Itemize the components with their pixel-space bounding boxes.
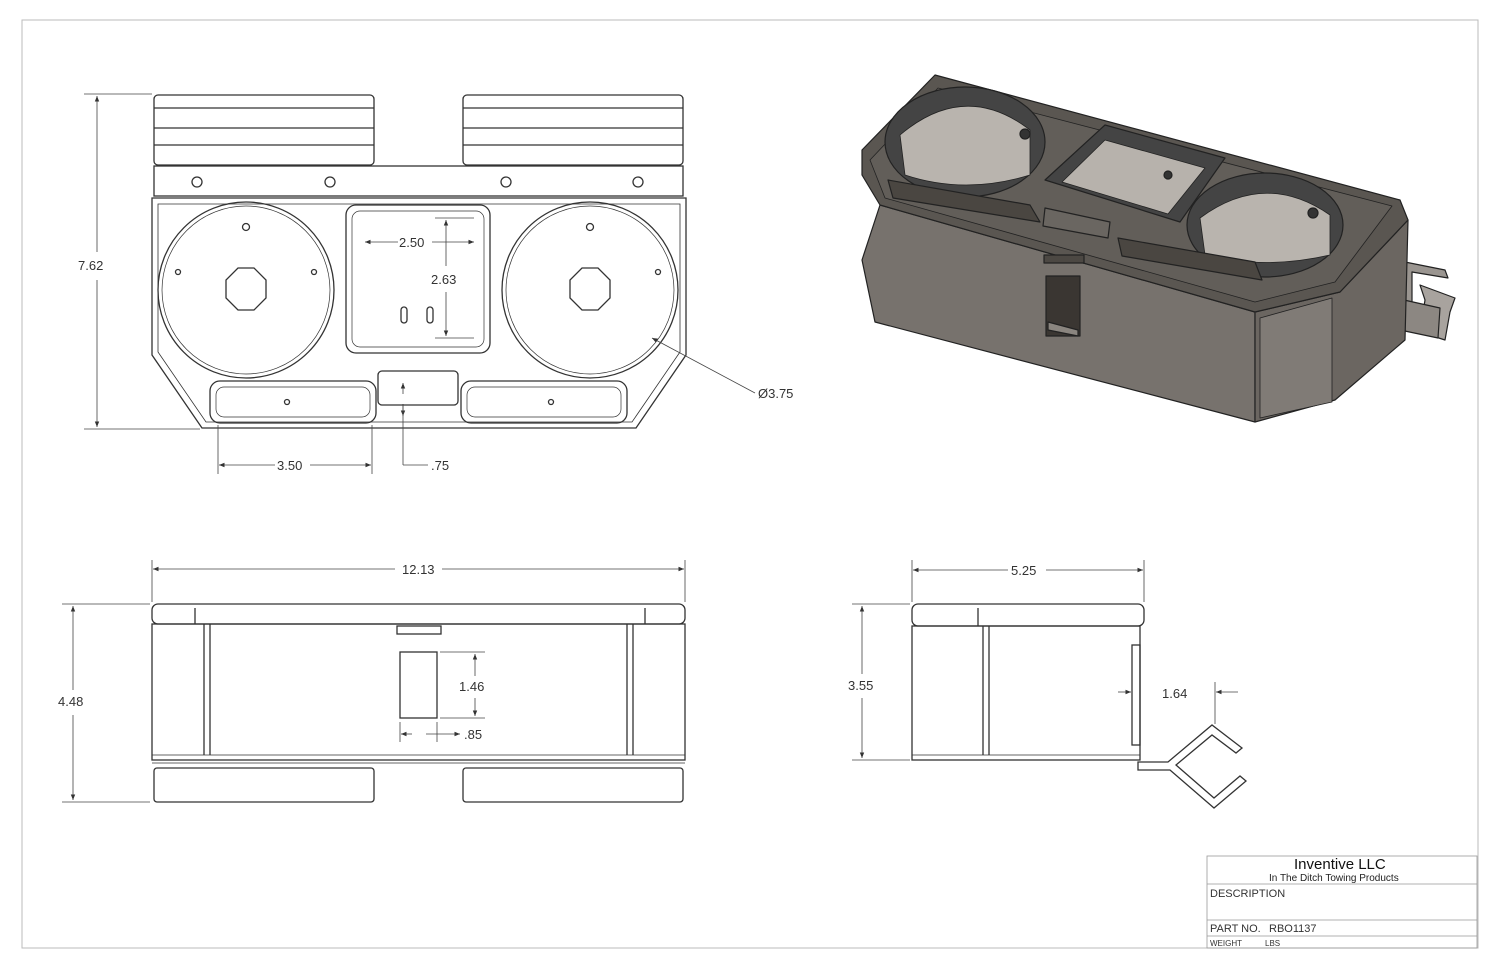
front-view-body [151,623,686,761]
dim-slot-height: 1.46 [459,679,484,694]
right-cup-holder [501,201,679,379]
mounting-strip [153,165,684,197]
title-weight-label: WEIGHT [1210,939,1242,948]
dim-pocket-height: 2.63 [431,272,456,287]
top-view-dimensions [84,93,756,474]
iso-right-tray [1117,237,1263,281]
side-view-body [911,625,1141,761]
side-view [911,603,1248,809]
dim-pocket-width: 2.50 [399,235,424,250]
front-view-slot [399,651,438,719]
dim-side-height: 3.55 [848,678,873,693]
title-weight-unit: LBS [1265,939,1280,948]
iso-left-tray [887,179,1041,223]
title-block [1206,855,1478,949]
left-cup-holder [157,201,335,379]
side-view-lip [911,603,1145,627]
title-company: Inventive LLC [1294,856,1386,873]
dim-hook-offset: 1.64 [1162,686,1187,701]
dim-front-height: 4.48 [58,694,83,709]
left-tray [209,380,377,424]
dim-slot-width: .85 [464,727,482,742]
dim-cup-diameter: Ø3.75 [758,386,793,401]
title-part-number: RBO1137 [1269,923,1317,935]
sheet-border [21,19,1479,949]
top-view-right-bracket [462,94,684,166]
dim-top-height: 7.62 [78,258,103,273]
front-view-lip [151,603,686,625]
dim-tray-width: 3.50 [277,458,302,473]
front-view-dimensions [62,560,686,803]
dim-side-depth: 5.25 [1011,563,1036,578]
title-tagline: In The Ditch Towing Products [1269,873,1399,884]
side-view-dimensions [852,560,1238,761]
front-view [151,603,686,803]
isometric-view [861,74,1456,423]
side-view-hook [1137,724,1248,809]
iso-hook-bracket [1397,261,1456,341]
right-tray [460,380,628,424]
top-view-body-outline [151,197,687,429]
title-part-label: PART NO. [1210,923,1261,935]
center-tab [377,370,459,406]
title-description-label: DESCRIPTION [1210,888,1285,900]
dim-overall-width: 12.13 [402,562,435,577]
top-view [151,94,687,429]
top-view-left-bracket [153,94,375,166]
dim-tab-offset: .75 [431,458,449,473]
center-pocket [345,204,491,354]
